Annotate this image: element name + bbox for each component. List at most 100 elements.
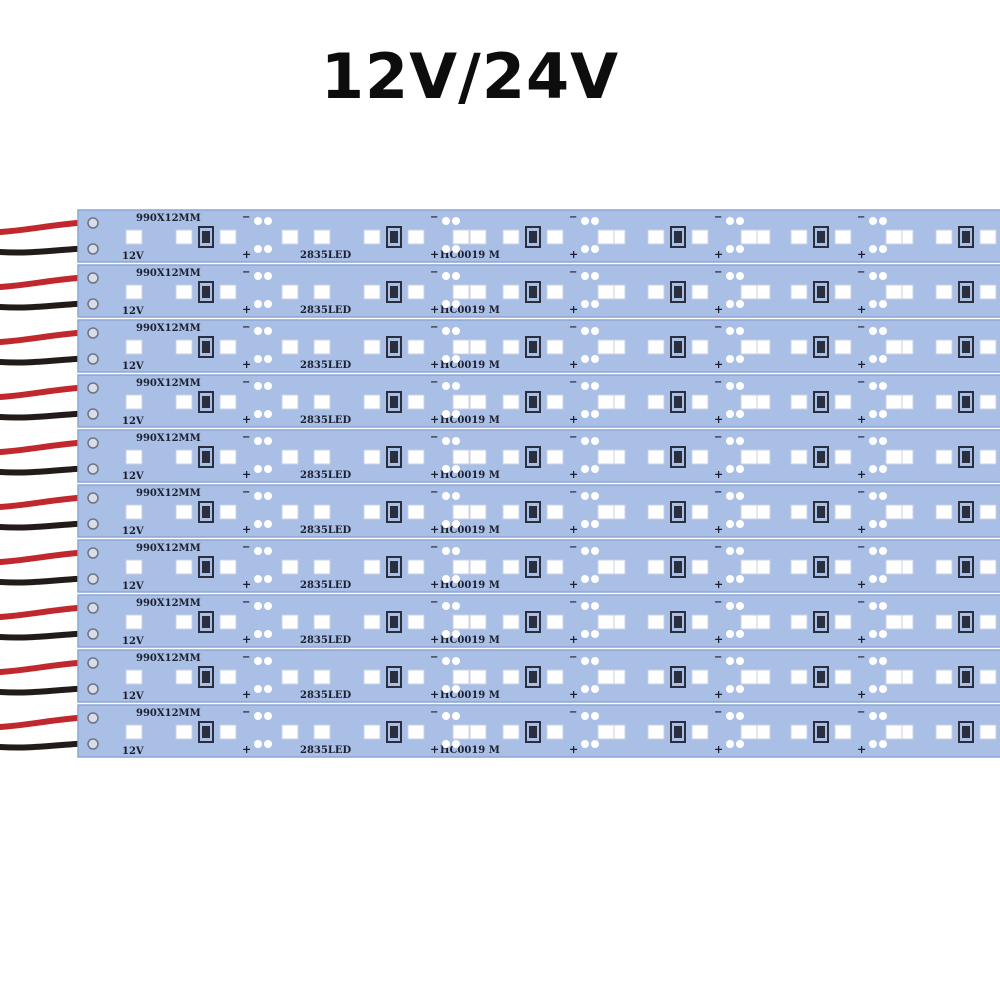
pad-dot bbox=[591, 685, 599, 693]
led-chip bbox=[790, 284, 808, 300]
led-chip bbox=[834, 724, 852, 740]
pad-dot bbox=[869, 520, 877, 528]
resistor-body bbox=[529, 286, 537, 298]
led-chip bbox=[502, 504, 520, 520]
led-chip bbox=[363, 339, 381, 355]
pad-dot bbox=[726, 300, 734, 308]
resistor bbox=[958, 336, 974, 358]
led-chip bbox=[469, 724, 487, 740]
black-wire bbox=[0, 575, 93, 586]
resistor-body bbox=[529, 231, 537, 243]
plus-sign: + bbox=[430, 303, 439, 316]
led-chip bbox=[691, 724, 709, 740]
led-chip bbox=[885, 339, 903, 355]
minus-sign: − bbox=[242, 542, 250, 553]
led-chip bbox=[452, 229, 470, 245]
plus-sign: + bbox=[242, 358, 251, 371]
resistor-body bbox=[817, 286, 825, 298]
solder-pad bbox=[87, 518, 99, 530]
resistor-body bbox=[390, 561, 398, 573]
minus-sign: − bbox=[430, 707, 438, 718]
pad-dot bbox=[581, 657, 589, 665]
resistor bbox=[525, 281, 541, 303]
pad-dot bbox=[452, 437, 460, 445]
resistor bbox=[670, 501, 686, 523]
led-marking: 2835LED bbox=[300, 745, 351, 756]
plus-sign: + bbox=[430, 248, 439, 261]
solder-pad bbox=[87, 738, 99, 750]
pad-dot bbox=[442, 382, 450, 390]
resistor-body bbox=[390, 506, 398, 518]
minus-sign: − bbox=[430, 212, 438, 223]
resistor-body bbox=[674, 286, 682, 298]
led-chip bbox=[691, 614, 709, 630]
pad-dot bbox=[264, 272, 272, 280]
led-chip bbox=[452, 669, 470, 685]
led-chip bbox=[502, 669, 520, 685]
minus-sign: − bbox=[242, 212, 250, 223]
led-chip bbox=[691, 669, 709, 685]
pad-dot bbox=[869, 685, 877, 693]
pad-dot bbox=[452, 712, 460, 720]
pad-dot bbox=[581, 492, 589, 500]
solder-pad bbox=[87, 437, 99, 449]
led-chip bbox=[281, 614, 299, 630]
resistor bbox=[958, 226, 974, 248]
size-marking: 990X12MM bbox=[136, 268, 201, 279]
pad-dot bbox=[879, 437, 887, 445]
pad-dot bbox=[879, 217, 887, 225]
red-wire bbox=[0, 439, 93, 455]
pad-dot bbox=[452, 520, 460, 528]
pad-dot bbox=[264, 685, 272, 693]
pad-dot bbox=[736, 547, 744, 555]
resistor-body bbox=[202, 671, 210, 683]
led-chip bbox=[546, 724, 564, 740]
red-wire bbox=[0, 274, 93, 290]
size-marking: 990X12MM bbox=[136, 378, 201, 389]
pad-dot bbox=[869, 355, 877, 363]
voltage-marking: 12V bbox=[122, 691, 144, 702]
led-chip bbox=[363, 614, 381, 630]
led-chip bbox=[834, 394, 852, 410]
voltage-marking: 12V bbox=[122, 251, 144, 262]
pad-dot bbox=[726, 657, 734, 665]
led-chip bbox=[219, 394, 237, 410]
led-chip bbox=[313, 284, 331, 300]
pad-dot bbox=[254, 520, 262, 528]
pad-dot bbox=[581, 465, 589, 473]
resistor bbox=[525, 501, 541, 523]
resistor-body bbox=[674, 451, 682, 463]
pad-dot bbox=[726, 355, 734, 363]
led-chip bbox=[469, 229, 487, 245]
resistor-body bbox=[529, 396, 537, 408]
pad-dot bbox=[254, 272, 262, 280]
pad-dot bbox=[879, 492, 887, 500]
led-chip bbox=[407, 229, 425, 245]
pad-dot bbox=[869, 547, 877, 555]
pad-dot bbox=[879, 520, 887, 528]
resistor bbox=[198, 666, 214, 688]
pad-dot bbox=[254, 712, 262, 720]
pad-dot bbox=[452, 272, 460, 280]
led-chip bbox=[691, 504, 709, 520]
led-chip bbox=[546, 284, 564, 300]
pad-dot bbox=[452, 740, 460, 748]
plus-sign: + bbox=[430, 688, 439, 701]
pad-dot bbox=[254, 602, 262, 610]
black-wire bbox=[0, 685, 93, 696]
resistor bbox=[958, 611, 974, 633]
minus-sign: − bbox=[242, 267, 250, 278]
led-chip bbox=[647, 669, 665, 685]
pad-dot bbox=[879, 547, 887, 555]
plus-sign: + bbox=[569, 248, 578, 261]
pad-dot bbox=[879, 657, 887, 665]
led-chip bbox=[834, 339, 852, 355]
led-chip bbox=[740, 559, 758, 575]
pad-dot bbox=[452, 657, 460, 665]
pad-dot bbox=[581, 437, 589, 445]
led-chip bbox=[546, 339, 564, 355]
